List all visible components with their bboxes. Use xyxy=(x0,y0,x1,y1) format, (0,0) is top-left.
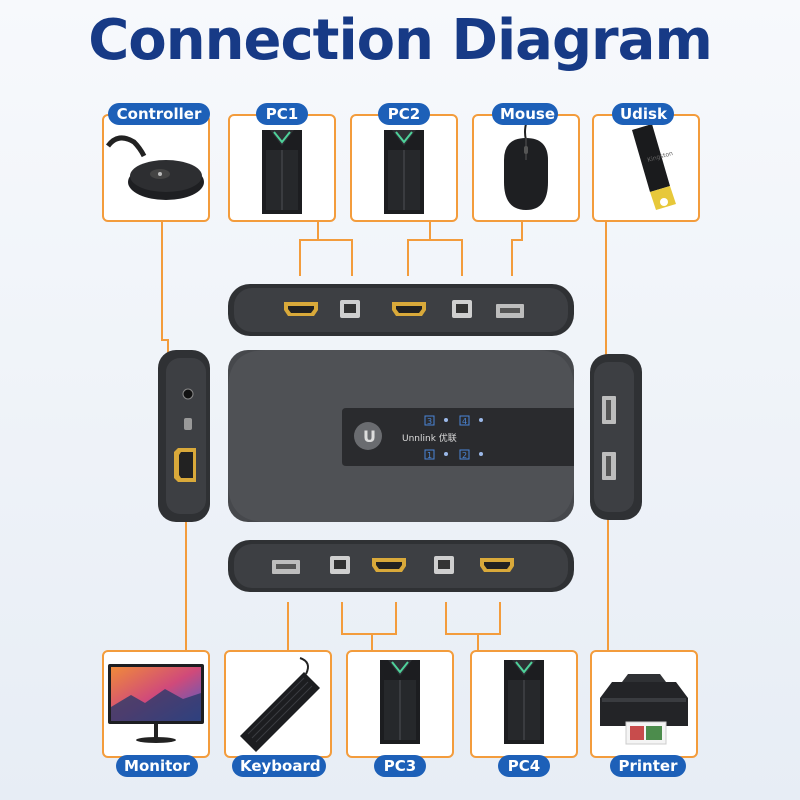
keyboard-icon xyxy=(240,657,320,752)
device-label-monitor: Monitor xyxy=(116,755,198,777)
svg-text:2: 2 xyxy=(462,451,467,460)
audio-jack-icon xyxy=(182,388,194,400)
device-keyboard xyxy=(224,650,332,758)
svg-text:U: U xyxy=(363,427,376,446)
device-label-pc4: PC4 xyxy=(498,755,550,777)
usb-a-port-icon xyxy=(602,452,616,480)
device-label-pc2: PC2 xyxy=(378,103,430,125)
hub-left-panel xyxy=(158,350,210,522)
device-pc1 xyxy=(228,114,336,222)
hub-front-panel xyxy=(228,540,574,592)
device-label-mouse: Mouse xyxy=(492,103,558,125)
mouse-icon xyxy=(504,123,548,210)
hdmi-port-icon xyxy=(480,558,514,572)
svg-text:3: 3 xyxy=(427,417,432,426)
usb-drive-icon: Kingston xyxy=(632,124,676,210)
pc-tower-icon xyxy=(384,130,424,214)
hdmi-port-icon xyxy=(372,558,406,572)
pc-tower-icon xyxy=(380,660,420,744)
controller-icon xyxy=(105,135,204,200)
hdmi-port-icon xyxy=(284,302,318,316)
device-printer xyxy=(590,650,698,758)
pc-tower-icon xyxy=(504,660,544,744)
device-label-keyboard: Keyboard xyxy=(232,755,326,777)
device-label-controller: Controller xyxy=(108,103,210,125)
usb-b-port-icon xyxy=(452,300,472,318)
device-label-printer: Printer xyxy=(610,755,686,777)
kvm-switch-hub: U Unnlink 优联 3 4 1 2 xyxy=(228,350,574,522)
monitor-icon xyxy=(108,664,204,743)
micro-usb-port-icon xyxy=(184,418,192,430)
pc-tower-icon xyxy=(262,130,302,214)
svg-text:1: 1 xyxy=(427,451,432,460)
device-udisk: Kingston xyxy=(592,114,700,222)
device-label-udisk: Udisk xyxy=(612,103,674,125)
usb-b-port-icon xyxy=(330,556,350,574)
device-pc2 xyxy=(350,114,458,222)
device-mouse xyxy=(472,114,580,222)
usb-a-port-icon xyxy=(602,396,616,424)
usb-b-port-icon xyxy=(434,556,454,574)
usb-a-port-icon xyxy=(496,304,524,318)
usb-b-port-icon xyxy=(340,300,360,318)
usb-a-port-icon xyxy=(272,560,300,574)
hub-right-panel xyxy=(590,354,642,520)
device-controller xyxy=(102,114,210,222)
device-label-pc3: PC3 xyxy=(374,755,426,777)
device-label-pc1: PC1 xyxy=(256,103,308,125)
led-indicators: 3 4 1 2 xyxy=(424,415,483,460)
hdmi-port-icon xyxy=(392,302,426,316)
svg-text:4: 4 xyxy=(462,417,467,426)
diagram-title: Connection Diagram xyxy=(88,8,713,73)
device-monitor xyxy=(102,650,210,758)
printer-icon xyxy=(600,674,688,745)
hdmi-port-icon xyxy=(174,448,196,482)
device-pc4 xyxy=(470,650,578,758)
logo-icon xyxy=(354,422,382,450)
hub-rear-panel xyxy=(228,284,574,336)
brand-name: Unnlink 优联 xyxy=(402,432,457,444)
device-pc3 xyxy=(346,650,454,758)
